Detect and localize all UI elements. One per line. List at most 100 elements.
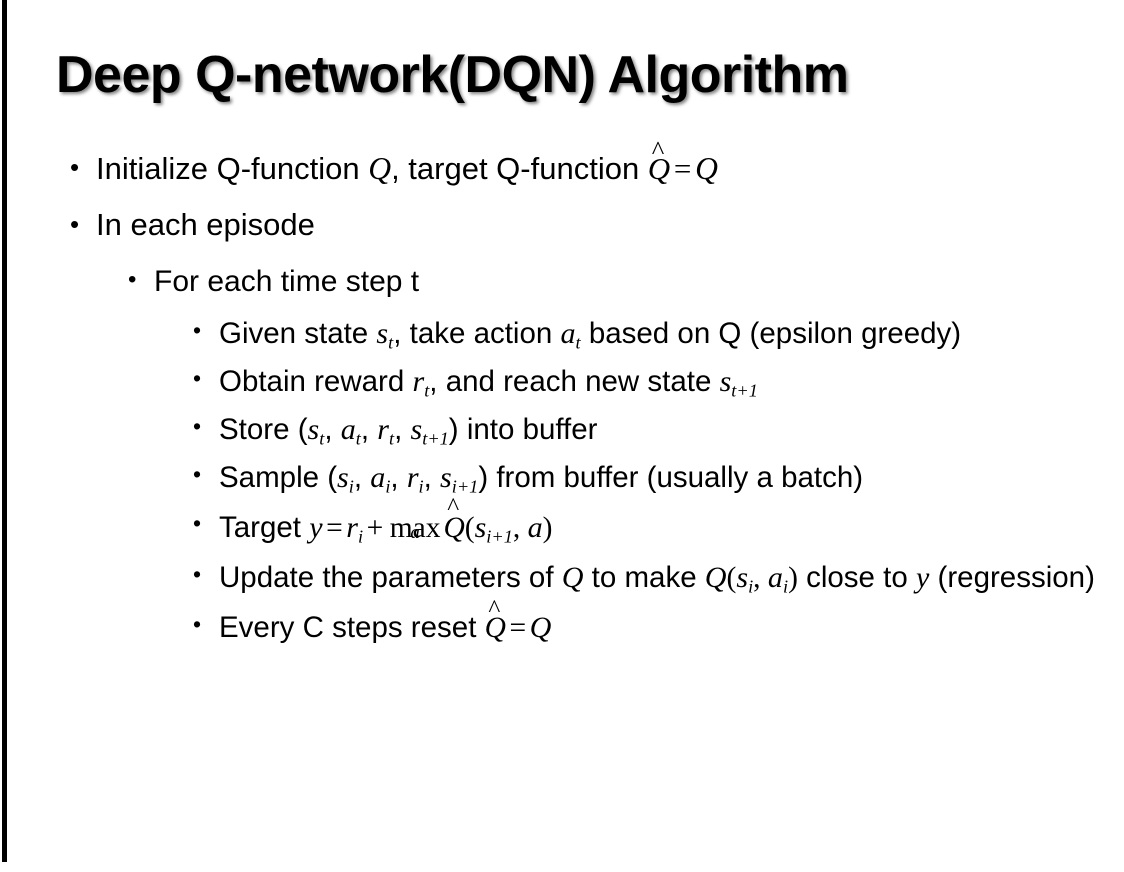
math-var-q2: Q (695, 151, 718, 186)
text-run: , (324, 413, 341, 447)
math-comma: , (512, 511, 528, 544)
math-sub-i: i (357, 526, 364, 547)
math-var-s: s (337, 460, 349, 495)
bullet-given-state: • Given state st, take action at based o… (193, 313, 1099, 353)
math-sub-t: t (355, 428, 361, 449)
math-var-a: a (340, 412, 356, 447)
math-sub-i: i (348, 476, 354, 497)
math-equals: = (673, 151, 692, 186)
math-sub-t: t (319, 428, 325, 449)
bullet-for-each-time-step-text: For each time step t (154, 264, 420, 298)
bullet-obtain-reward: • Obtain reward rt, and reach new state … (193, 361, 1099, 401)
bullet-obtain-reward-text: Obtain reward rt, and reach new state st… (219, 361, 1099, 401)
math-var-s: s (474, 509, 487, 544)
text-run: to make (583, 561, 705, 595)
text-run: Target (219, 510, 310, 544)
math-sub-t-plus-1: t+1 (731, 380, 758, 401)
math-q-hat: ^Q (484, 596, 506, 648)
text-run: , (353, 461, 371, 495)
bullet-list: • Initialize Q-function Q, target Q-func… (0, 137, 1124, 656)
math-var-qhat-base: Q (484, 611, 506, 644)
bullet-store-tuple-text: Store (st, at, rt, st+1) into buffer (219, 409, 1099, 449)
text-run: Every C steps reset (219, 610, 485, 644)
bullet-sample-tuple: • Sample (si, ai, ri, si+1) from buffer … (193, 457, 1099, 497)
bullet-in-each-episode-text: In each episode (96, 207, 315, 243)
text-run: , (390, 461, 407, 495)
math-var-r: r (406, 460, 419, 495)
bullet-dot-icon: • (70, 152, 80, 182)
math-q-hat: ^Q (647, 137, 671, 189)
math-var-q: Q (529, 609, 552, 644)
math-var-qhat-base: Q (443, 511, 465, 544)
math-var-q: Q (561, 560, 584, 595)
bullet-dot-icon: • (128, 265, 137, 293)
text-run: Store ( (219, 413, 308, 447)
math-sub-i-plus-1: i+1 (486, 526, 513, 547)
math-comma: , (753, 562, 768, 595)
text-run: (regression) (929, 561, 1095, 595)
math-var-r: r (412, 363, 425, 398)
text-run: Initialize Q-function (96, 151, 369, 186)
math-equals: = (326, 511, 343, 544)
text-run: Update the parameters of (219, 561, 562, 595)
text-run: Obtain reward (219, 364, 413, 398)
math-var-s: s (736, 560, 749, 595)
hat-accent-icon: ^ (488, 594, 501, 623)
bullet-given-state-text: Given state st, take action at based on … (219, 313, 1099, 353)
math-var-r: r (346, 509, 358, 544)
bullet-dot-icon: • (193, 364, 202, 391)
bullet-reset-target-network: • Every C steps reset ^Q=Q (193, 596, 1099, 648)
math-var-a: a (527, 509, 543, 544)
math-plus: + (366, 511, 384, 544)
math-sub-t: t (388, 332, 394, 353)
bullet-sample-tuple-text: Sample (si, ai, ri, si+1) from buffer (u… (219, 457, 1099, 497)
math-var-qhat-base: Q (647, 151, 671, 186)
hat-accent-icon: ^ (447, 492, 460, 521)
text-run: Given state (219, 316, 377, 350)
math-var-y: y (915, 560, 930, 595)
bullet-in-each-episode: • In each episode (70, 205, 1124, 245)
math-paren-close: ) (542, 511, 553, 544)
bullet-for-each-time-step: • For each time step t (128, 262, 1124, 301)
text-run: , (394, 413, 411, 447)
math-var-q2: Q (704, 560, 727, 595)
math-var-a: a (560, 315, 576, 350)
bullet-dot-icon: • (193, 461, 202, 488)
bullet-dot-icon: • (193, 509, 202, 536)
left-edge-rule (2, 0, 7, 862)
math-var-r: r (377, 412, 390, 447)
text-run: ) from buffer (usually a batch) (478, 461, 864, 495)
math-var-s: s (719, 363, 732, 398)
text-run: , and reach new state (429, 364, 720, 398)
math-var-s2: s (440, 460, 452, 495)
bullet-dot-icon: • (70, 209, 80, 240)
math-q-hat: ^Q (443, 494, 465, 550)
math-sub-i: i (418, 476, 424, 497)
text-run: , target Q-function (391, 151, 648, 186)
math-max-subscript: a (410, 521, 420, 543)
math-max-label: max (389, 511, 441, 544)
bullet-dot-icon: • (193, 316, 202, 343)
math-sub-t-plus-1: t+1 (422, 428, 449, 449)
bullet-dot-icon: • (193, 610, 202, 637)
text-run: , (360, 413, 378, 447)
math-var-a: a (767, 560, 783, 595)
math-sub-t: t (575, 332, 581, 353)
bullet-initialize-text: Initialize Q-function Q, target Q-functi… (96, 137, 1124, 189)
math-sub-i: i (782, 576, 789, 597)
text-run: based on Q (epsilon greedy) (580, 316, 962, 350)
text-run: Sample ( (219, 461, 338, 495)
math-var-s: s (376, 315, 389, 350)
bullet-dot-icon: • (193, 413, 202, 440)
math-sub-i: i (748, 576, 754, 597)
bullet-update-parameters: • Update the parameters of Q to make Q(s… (193, 557, 1099, 598)
math-sub-t: t (424, 380, 430, 401)
math-paren-open: ( (464, 511, 475, 544)
math-paren-close: ) (788, 562, 798, 595)
bullet-update-parameters-text: Update the parameters of Q to make Q(si,… (219, 557, 1099, 598)
math-var-s: s (307, 412, 320, 447)
text-run: ) into buffer (448, 413, 598, 447)
